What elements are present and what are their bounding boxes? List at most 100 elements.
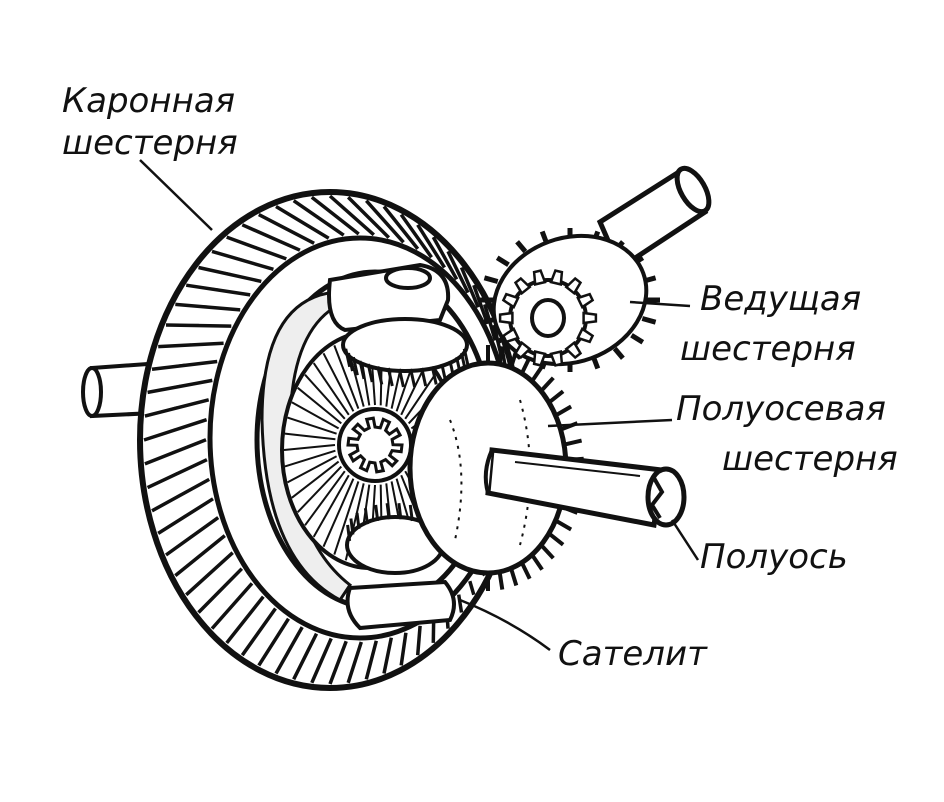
gear-tooth xyxy=(549,533,565,547)
gear-tooth xyxy=(576,327,595,344)
gear-tooth xyxy=(409,368,417,388)
gear-tooth xyxy=(287,455,338,484)
gear-tooth xyxy=(513,276,532,296)
gear-tooth xyxy=(463,273,472,289)
gear-tooth xyxy=(462,348,470,368)
gear-tooth xyxy=(160,493,181,507)
gear-tooth xyxy=(404,374,436,420)
gear-tooth xyxy=(501,327,520,344)
gear-tooth xyxy=(312,362,350,416)
gear-tooth xyxy=(349,662,355,678)
gear-tooth xyxy=(182,554,200,570)
gear-tooth xyxy=(283,210,304,223)
gear-tooth xyxy=(509,569,519,587)
gear-tooth xyxy=(612,346,625,360)
gear-tooth xyxy=(421,230,433,247)
gear-tooth xyxy=(296,656,306,673)
gear-tooth xyxy=(346,524,352,542)
gear-tooth xyxy=(204,589,221,607)
label-crown-gear-line2: шестерня xyxy=(62,123,238,163)
gear-tooth xyxy=(353,202,370,218)
gear-tooth xyxy=(564,340,583,360)
gear-tooth xyxy=(173,535,193,550)
pinion-gear xyxy=(480,228,660,372)
gear-tooth xyxy=(501,292,520,309)
gear-tooth xyxy=(221,253,244,261)
gear-tooth xyxy=(333,345,360,409)
gear-tooth xyxy=(165,514,186,529)
gear-tooth xyxy=(520,563,532,580)
gear-tooth xyxy=(207,268,231,275)
label-axle-shaft: Полуось xyxy=(700,537,848,577)
gear-tooth xyxy=(549,389,565,403)
gear-tooth xyxy=(531,555,544,571)
gear-tooth xyxy=(322,478,355,548)
label-side-gear-line2: шестерня xyxy=(722,439,898,479)
gear-tooth xyxy=(185,304,209,308)
gear-tooth xyxy=(630,333,645,345)
gear-tooth xyxy=(300,205,320,219)
gear-tooth xyxy=(355,512,361,529)
gear-tooth xyxy=(363,508,369,525)
gear-tooth xyxy=(231,619,245,637)
gear-tooth xyxy=(262,641,274,659)
gear-tooth xyxy=(564,276,583,296)
gear-tooth xyxy=(531,365,544,381)
gear-tooth xyxy=(161,363,185,369)
crown-gear-teeth xyxy=(143,194,518,685)
gear-tooth xyxy=(641,316,657,325)
gear-tooth xyxy=(397,503,403,520)
label-pinion-gear-line2: шестерня xyxy=(680,329,856,369)
gear-tooth xyxy=(250,227,272,238)
gear-tooth xyxy=(349,518,355,535)
gear-tooth xyxy=(458,604,462,611)
gear-tooth xyxy=(475,290,482,306)
splined-hub xyxy=(346,416,404,474)
gear-tooth xyxy=(195,285,219,291)
gear-tooth xyxy=(371,206,387,223)
gear-tooth xyxy=(157,384,181,392)
gear-tooth xyxy=(556,404,573,417)
gear-tooth xyxy=(318,201,337,216)
label-planet-gear: Сателит xyxy=(558,634,708,674)
label-pinion-gear-line1: Ведущая xyxy=(700,279,861,319)
gear-tooth xyxy=(385,503,391,520)
gear-tooth xyxy=(549,269,564,286)
gear-tooth xyxy=(397,368,405,388)
gear-tooth xyxy=(344,348,352,368)
gear-tooth xyxy=(304,470,346,526)
gear-tooth xyxy=(582,311,598,325)
gear-tooth xyxy=(430,366,438,385)
gear-tooth xyxy=(347,352,354,372)
gear-tooth xyxy=(287,416,337,435)
gear-tooth xyxy=(246,631,259,649)
gear-tooth xyxy=(513,340,532,360)
gear-tooth xyxy=(532,350,547,367)
gear-tooth xyxy=(388,212,403,229)
gear-tooth xyxy=(374,504,380,522)
gear-tooth xyxy=(358,360,366,380)
gear-tooth xyxy=(312,474,350,538)
gear-tooth xyxy=(156,472,178,484)
gear-tooth xyxy=(192,572,210,589)
gear-tooth xyxy=(153,428,176,438)
label-crown-gear-line1: Каронная xyxy=(62,81,235,121)
gear-tooth xyxy=(167,343,192,347)
gear-tooth xyxy=(408,504,414,522)
gear-tooth xyxy=(279,649,290,667)
gear-tooth xyxy=(497,573,505,590)
gear-tooth xyxy=(291,401,340,430)
gear-tooth xyxy=(266,218,288,230)
gear-tooth xyxy=(366,363,374,383)
gear-tooth xyxy=(515,240,528,254)
gear-tooth xyxy=(497,346,505,363)
gear-tooth xyxy=(322,352,355,412)
gear-tooth xyxy=(386,367,394,387)
gear-tooth xyxy=(376,366,384,385)
gear-tooth xyxy=(291,460,340,499)
gear-tooth xyxy=(336,201,354,216)
gear-tooth xyxy=(235,239,258,249)
gear-tooth xyxy=(540,545,555,560)
gear-tooth xyxy=(333,481,360,555)
gear-tooth xyxy=(284,449,336,468)
